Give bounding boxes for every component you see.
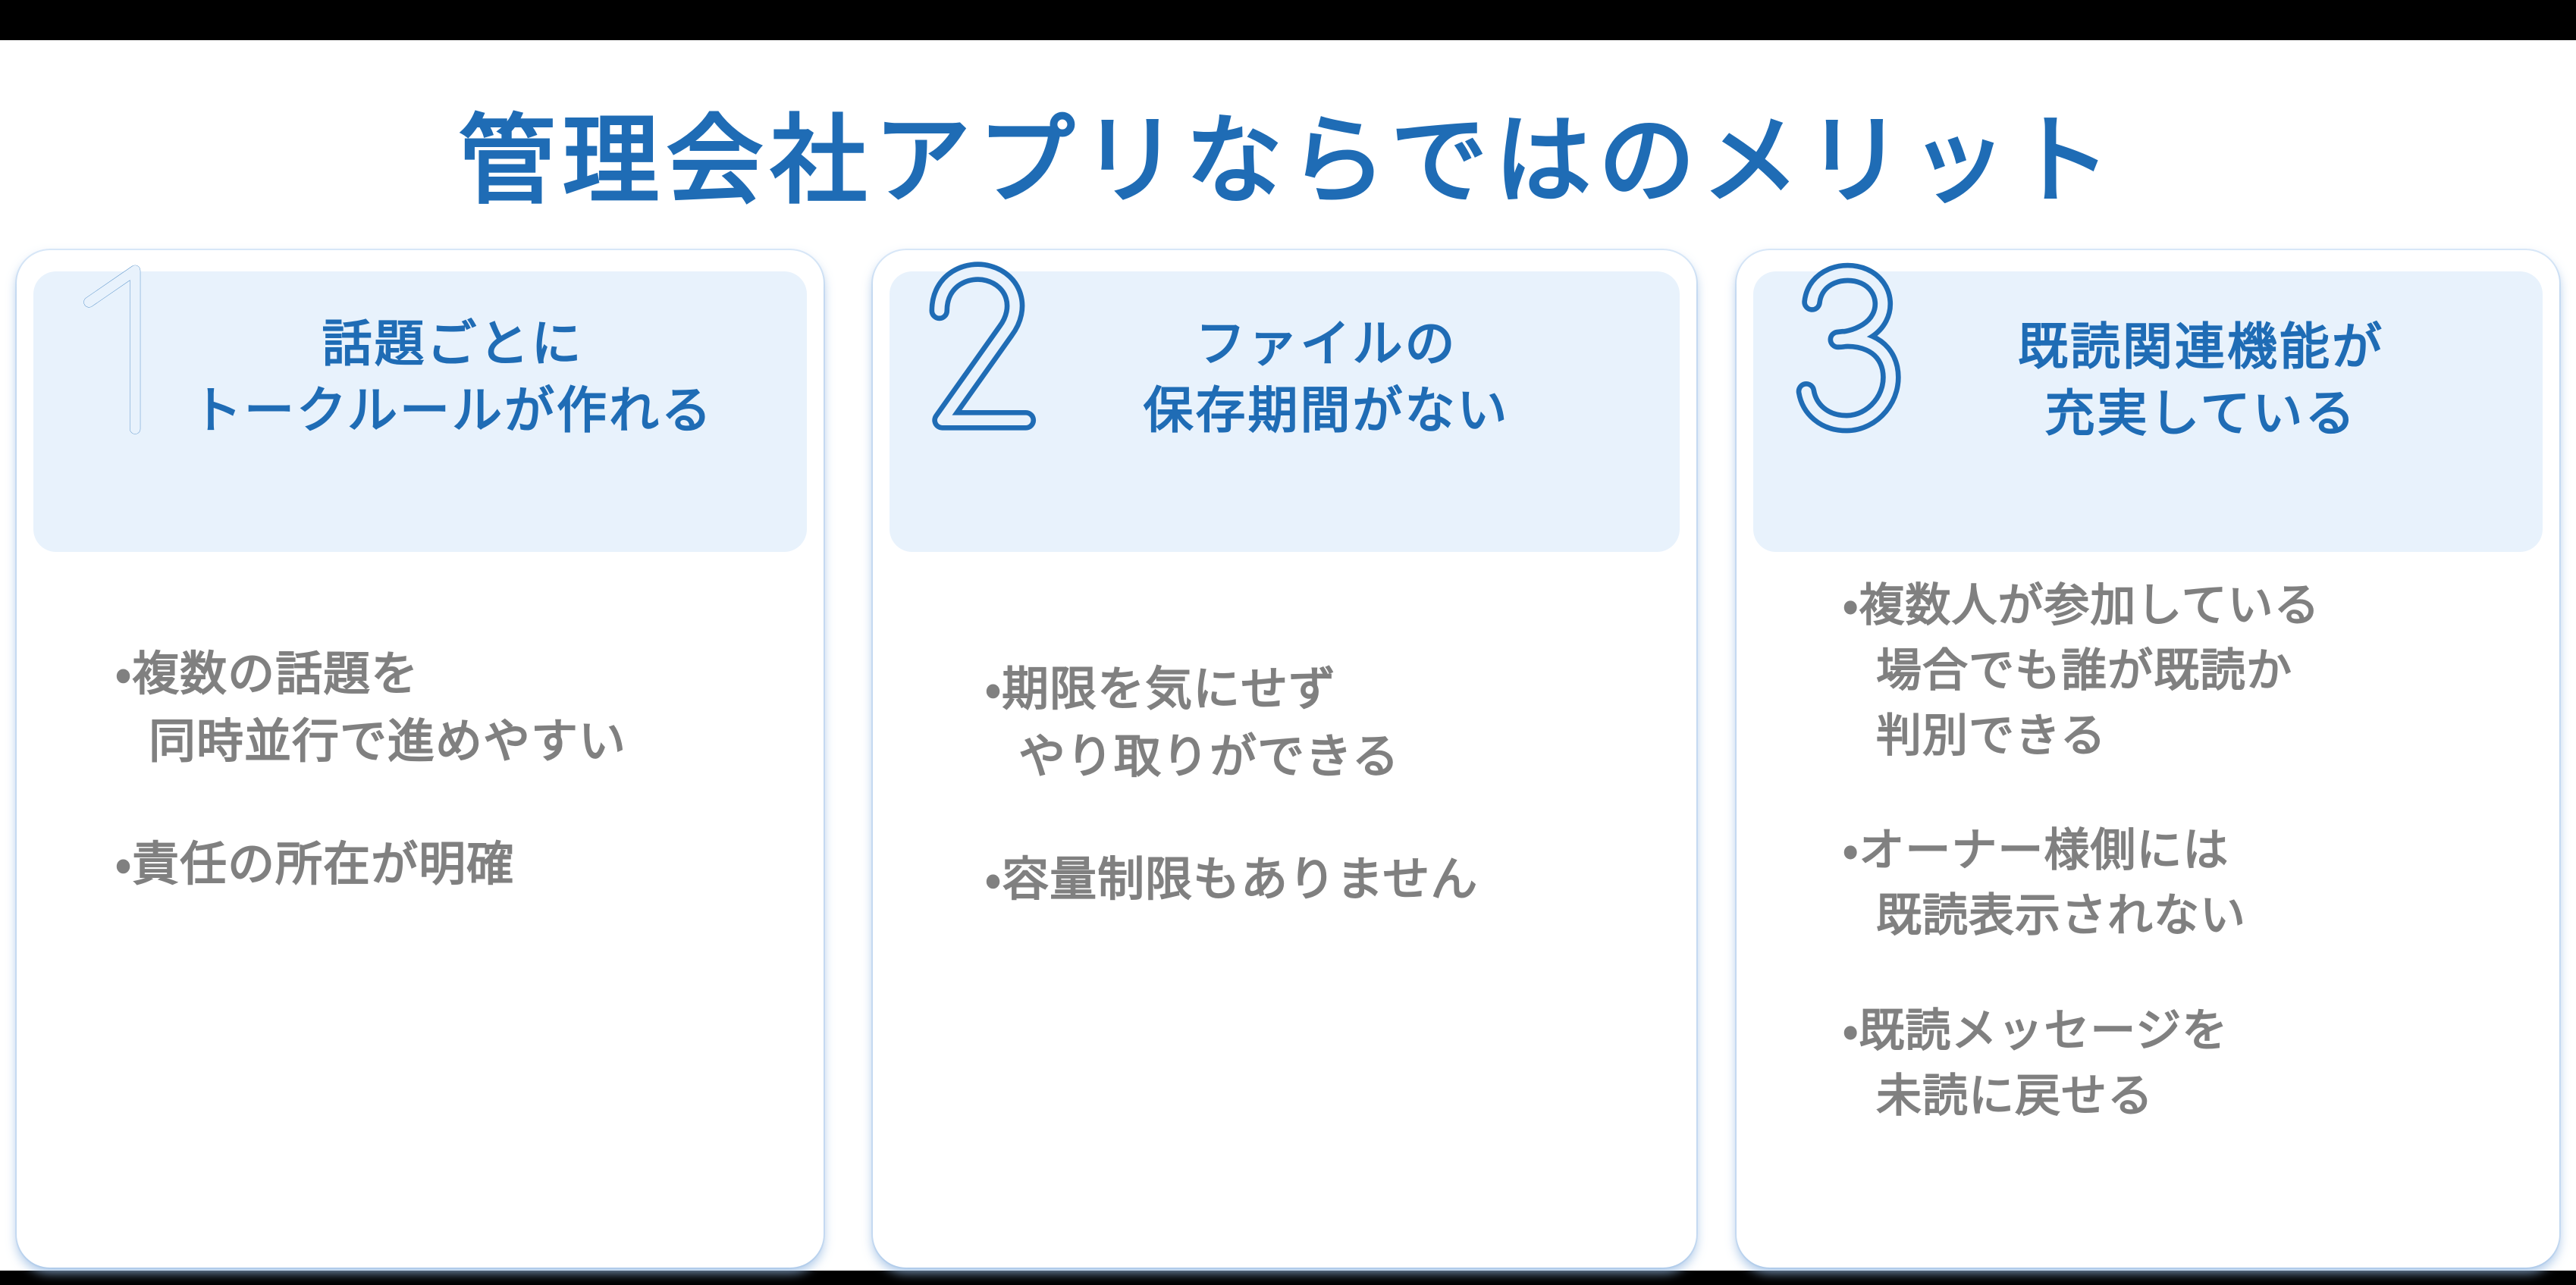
- list-item: ・容量制限もありません: [985, 854, 1479, 907]
- card-1-header-band: 話題ごとに トークルールが作れる: [33, 271, 807, 552]
- list-item: ・複数の話題を 同時並行で進めやすい: [115, 648, 627, 768]
- list-item: ・オーナー様側には 既読表示されない: [1843, 825, 2246, 942]
- letterbox-bar-bottom: [0, 1271, 2576, 1285]
- card-2-header-band: ファイルの 保存期間がない: [890, 262, 1680, 552]
- list-item: ・責任の所在が明確: [115, 838, 515, 892]
- benefit-card-2: ファイルの 保存期間がない ・期限を気にせず やり取りができる ・容量制限もあり…: [873, 250, 1696, 1268]
- card-2-heading: ファイルの 保存期間がない: [890, 311, 1680, 444]
- card-1-body: ・複数の話題を 同時並行で進めやすい ・責任の所在が明確: [17, 552, 824, 1268]
- card-2-heading-line2: 保存期間がない: [1143, 381, 1510, 438]
- card-3-heading-line2: 充実している: [2044, 384, 2358, 441]
- benefit-cards-container: 話題ごとに トークルールが作れる ・複数の話題を 同時並行で進めやすい ・責任の…: [17, 250, 2559, 1268]
- card-3-body: ・複数人が参加している 場合でも誰が既読か 判別できる ・オーナー様側には 既読…: [1737, 552, 2559, 1268]
- list-item: ・期限を気にせず やり取りができる: [985, 663, 1400, 783]
- card-1-heading-line2: トークルールが作れる: [191, 381, 714, 438]
- list-item: ・複数人が参加している 場合でも誰が既読か 判別できる: [1843, 580, 2320, 761]
- benefit-card-1: 話題ごとに トークルールが作れる ・複数の話題を 同時並行で進めやすい ・責任の…: [17, 250, 824, 1268]
- list-item: ・既読メッセージを 未読に戻せる: [1843, 1004, 2229, 1121]
- card-2-heading-line1: ファイルの: [1195, 315, 1457, 371]
- card-3-heading-line1: 既読関連機能が: [2018, 318, 2384, 375]
- card-2-body: ・期限を気にせず やり取りができる ・容量制限もありません: [873, 552, 1696, 1268]
- card-3-heading: 既読関連機能が 充実している: [1753, 314, 2543, 447]
- card-3-header-band: 既読関連機能が 充実している: [1753, 262, 2543, 552]
- letterbox-bar-top: [0, 0, 2576, 40]
- benefit-card-3: 既読関連機能が 充実している ・複数人が参加している 場合でも誰が既読か 判別で…: [1737, 250, 2559, 1268]
- card-1-heading: 話題ごとに トークルールが作れる: [33, 311, 807, 444]
- card-1-heading-line1: 話題ごとに: [322, 315, 584, 371]
- page-title: 管理会社アプリならではのメリット: [458, 106, 2118, 215]
